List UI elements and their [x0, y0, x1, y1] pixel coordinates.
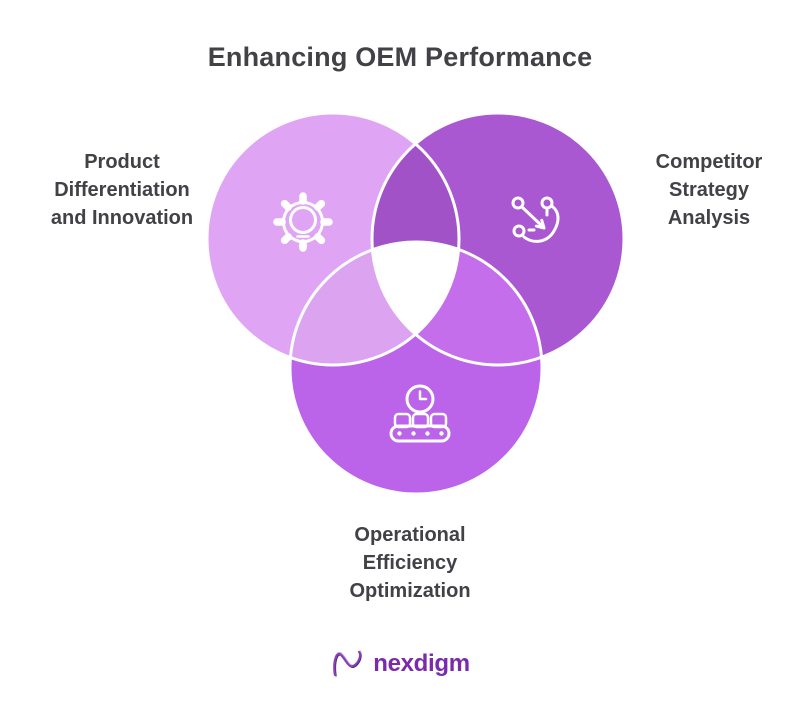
circle-left-outline [205, 111, 461, 367]
bulb-base [296, 235, 310, 251]
label-line: Strategy [668, 179, 750, 201]
strategy-arrow-head [534, 218, 546, 230]
page-title: Enhancing OEM Performance [207, 42, 593, 73]
label-operational-efficiency: Operational Efficiency Optimization [312, 521, 508, 605]
gear-lightbulb-icon [273, 192, 333, 252]
label-line: Optimization [349, 580, 471, 602]
circle-right-outline [370, 111, 626, 367]
nexdigm-logo-icon [333, 650, 362, 677]
gear-teeth [273, 192, 333, 252]
brand-name: nexdigm [373, 650, 470, 677]
belt-roller-4 [439, 431, 444, 436]
label-line: Competitor [655, 151, 763, 173]
clock-face [405, 384, 435, 414]
conveyor-clock-icon [389, 384, 451, 443]
label-competitor-strategy: Competitor Strategy Analysis [611, 148, 800, 232]
label-line: and Innovation [50, 207, 194, 229]
belt-roller-1 [397, 431, 402, 436]
overlap-right-bottom [372, 242, 542, 365]
strategy-arc [522, 205, 560, 243]
label-line: Product [84, 151, 160, 173]
belt-roller-3 [425, 431, 430, 436]
strategy-node-bottom-left [512, 224, 526, 238]
circle-bottom-outline [288, 240, 544, 496]
bulb [289, 206, 317, 234]
strategy-node-top-right [540, 196, 554, 210]
conveyor-belt [389, 424, 451, 443]
strategy-node-top-left [511, 196, 525, 210]
clock-hands [418, 390, 428, 401]
label-line: Differentiation [54, 179, 190, 201]
label-line: Efficiency [362, 552, 458, 574]
strategy-arrow-line [521, 206, 543, 227]
label-line: Analysis [667, 207, 751, 229]
label-line: Operational [354, 524, 466, 546]
overlap-left-bottom [290, 242, 459, 365]
strategy-arrows-icon [511, 196, 560, 243]
label-product-differentiation: Product Differentiation and Innovation [24, 148, 220, 232]
footer-brand: nexdigm [0, 646, 800, 682]
belt-roller-2 [411, 431, 416, 436]
